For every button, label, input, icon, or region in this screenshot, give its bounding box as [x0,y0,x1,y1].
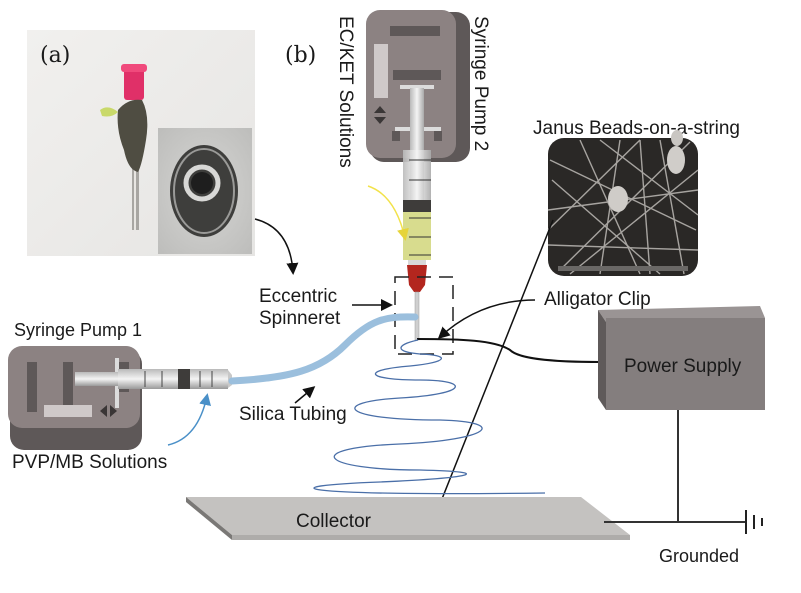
syringe-2-stopper [403,200,431,212]
syringe-1-stopper [178,369,190,389]
photo-to-spinneret-arrow [254,218,299,275]
sem-bead [667,146,685,174]
alligator-clip-arrow [437,299,536,340]
pvp-mb-solutions-label: PVP/MB Solutions [12,452,167,473]
needle-hub-red [407,265,427,292]
syringe-pump-2-label: Syringe Pump 2 [470,16,491,151]
sem-to-collector-line [435,219,554,515]
glue-blob [117,99,148,172]
silica-tubing [228,313,419,385]
ec-ket-solutions-label: EC/KET Solutions [335,16,356,168]
collector-plate [186,497,630,540]
ground-symbol-icon [745,510,763,534]
sem-bead [671,130,683,146]
sem-scale-bar [558,266,688,271]
high-voltage-wire [416,338,601,363]
pump1-direction-icon [100,405,117,417]
sem-image [547,130,699,276]
silica-tubing-arrow [294,386,316,404]
syringe-pump-2 [366,10,470,341]
eccentric-spinneret-label-line1: Eccentric [259,286,337,307]
syringe-pump-1-label: Syringe Pump 1 [14,320,142,340]
ec-ket-arrow [367,185,409,241]
pump2-direction-icon [374,106,386,124]
sem-bead [608,186,628,212]
collector-label: Collector [296,511,372,532]
pvp-mb-arrow [167,393,211,446]
whipping-jet [313,339,546,495]
needle-hub-pink [124,68,144,100]
syringe-pump-1 [8,346,232,450]
ec-ket-fluid [403,212,431,260]
eccentric-spinneret-label-line2: Spinneret [259,308,341,329]
panel-b-label: (b) [285,43,316,68]
grounded-label: Grounded [659,546,739,566]
power-supply-label: Power Supply [624,356,742,377]
spinneret-photo: (a) [27,30,255,256]
silica-tubing-label: Silica Tubing [239,404,347,425]
power-supply [598,306,765,410]
panel-a-label: (a) [40,43,70,68]
janus-beads-label: Janus Beads-on-a-string [533,118,740,139]
alligator-clip-label: Alligator Clip [544,289,651,310]
